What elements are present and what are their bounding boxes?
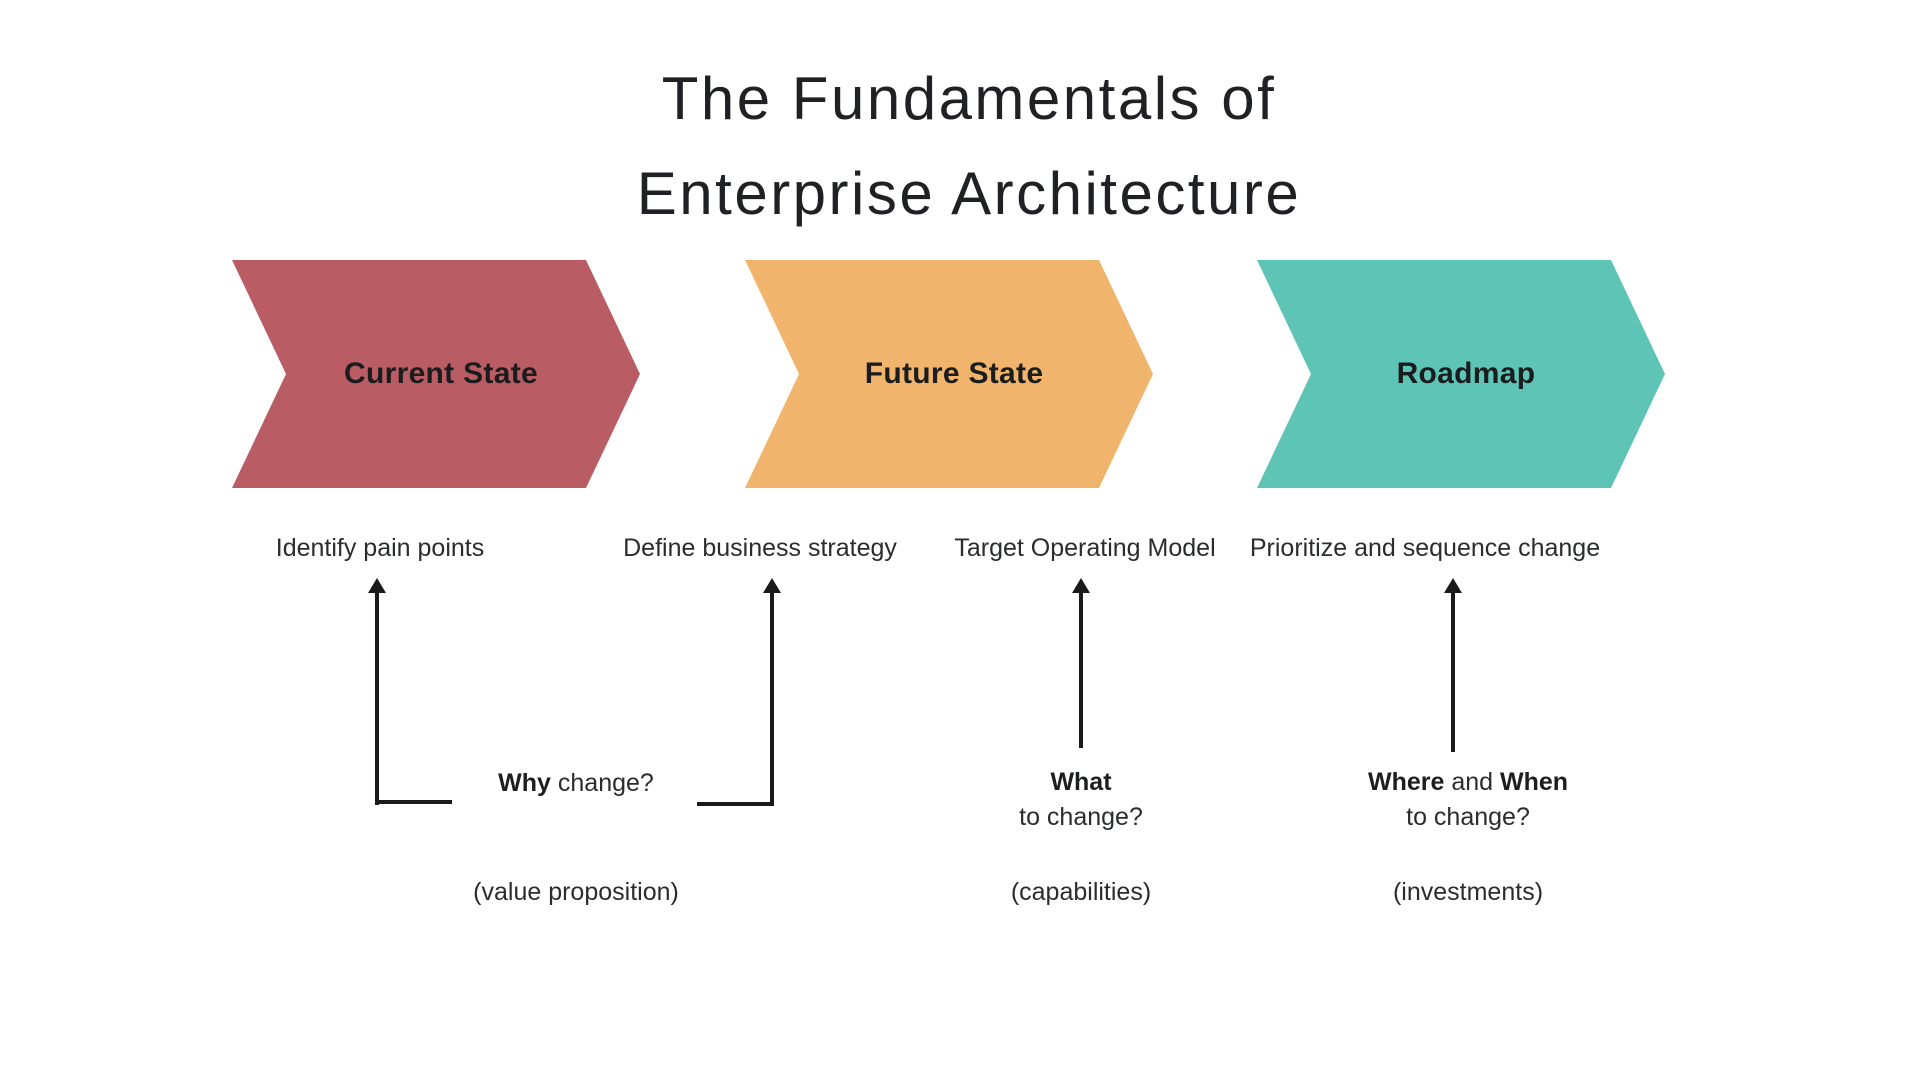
note-value-proposition: (value proposition) (473, 878, 679, 906)
question-and-text: and (1444, 768, 1500, 796)
arrow-line-vertical (375, 591, 379, 805)
arrow-line-vertical (1451, 591, 1455, 752)
arrow-line-horizontal (375, 800, 452, 804)
question-where-when-line2: to change? (1406, 803, 1530, 831)
step-label-target-operating-model: Target Operating Model (954, 534, 1216, 562)
note-capabilities: (capabilities) (1010, 878, 1152, 906)
question-when-bold: When (1499, 768, 1569, 796)
question-why-change: Why change? (498, 766, 654, 801)
chevron-future-state: Future State (745, 260, 1153, 488)
question-what-bold: What (1050, 768, 1112, 796)
chevron-future-state-label: Future State (864, 357, 1044, 390)
chevron-roadmap-label: Roadmap (1396, 357, 1536, 390)
page-title-line-1: The Fundamentals of (661, 65, 1277, 132)
arrow-line-vertical (770, 591, 774, 805)
page-title-line-2: Enterprise Architecture (636, 160, 1302, 227)
question-where-when-to-change: Where and When to change? (1368, 765, 1568, 835)
question-what-line2: to change? (1019, 803, 1143, 831)
arrow-up-icon (368, 578, 386, 593)
arrow-up-icon (763, 578, 781, 593)
question-what-to-change: What to change? (1019, 765, 1143, 835)
chevron-roadmap: Roadmap (1257, 260, 1665, 488)
arrow-up-icon (1444, 578, 1462, 593)
step-label-prioritize-sequence-change: Prioritize and sequence change (1249, 534, 1601, 562)
note-investments: (investments) (1392, 878, 1544, 906)
step-label-identify-pain-points: Identify pain points (275, 534, 485, 562)
chevron-current-state-label: Current State (344, 357, 538, 390)
arrow-up-icon (1072, 578, 1090, 593)
question-where-bold: Where (1367, 768, 1445, 796)
arrow-line-horizontal (697, 802, 774, 806)
step-label-define-business-strategy: Define business strategy (623, 534, 897, 562)
chevron-current-state: Current State (232, 260, 640, 488)
question-why-rest: change? (550, 769, 654, 797)
question-why-bold: Why (498, 769, 551, 797)
arrow-line-vertical (1079, 591, 1083, 748)
